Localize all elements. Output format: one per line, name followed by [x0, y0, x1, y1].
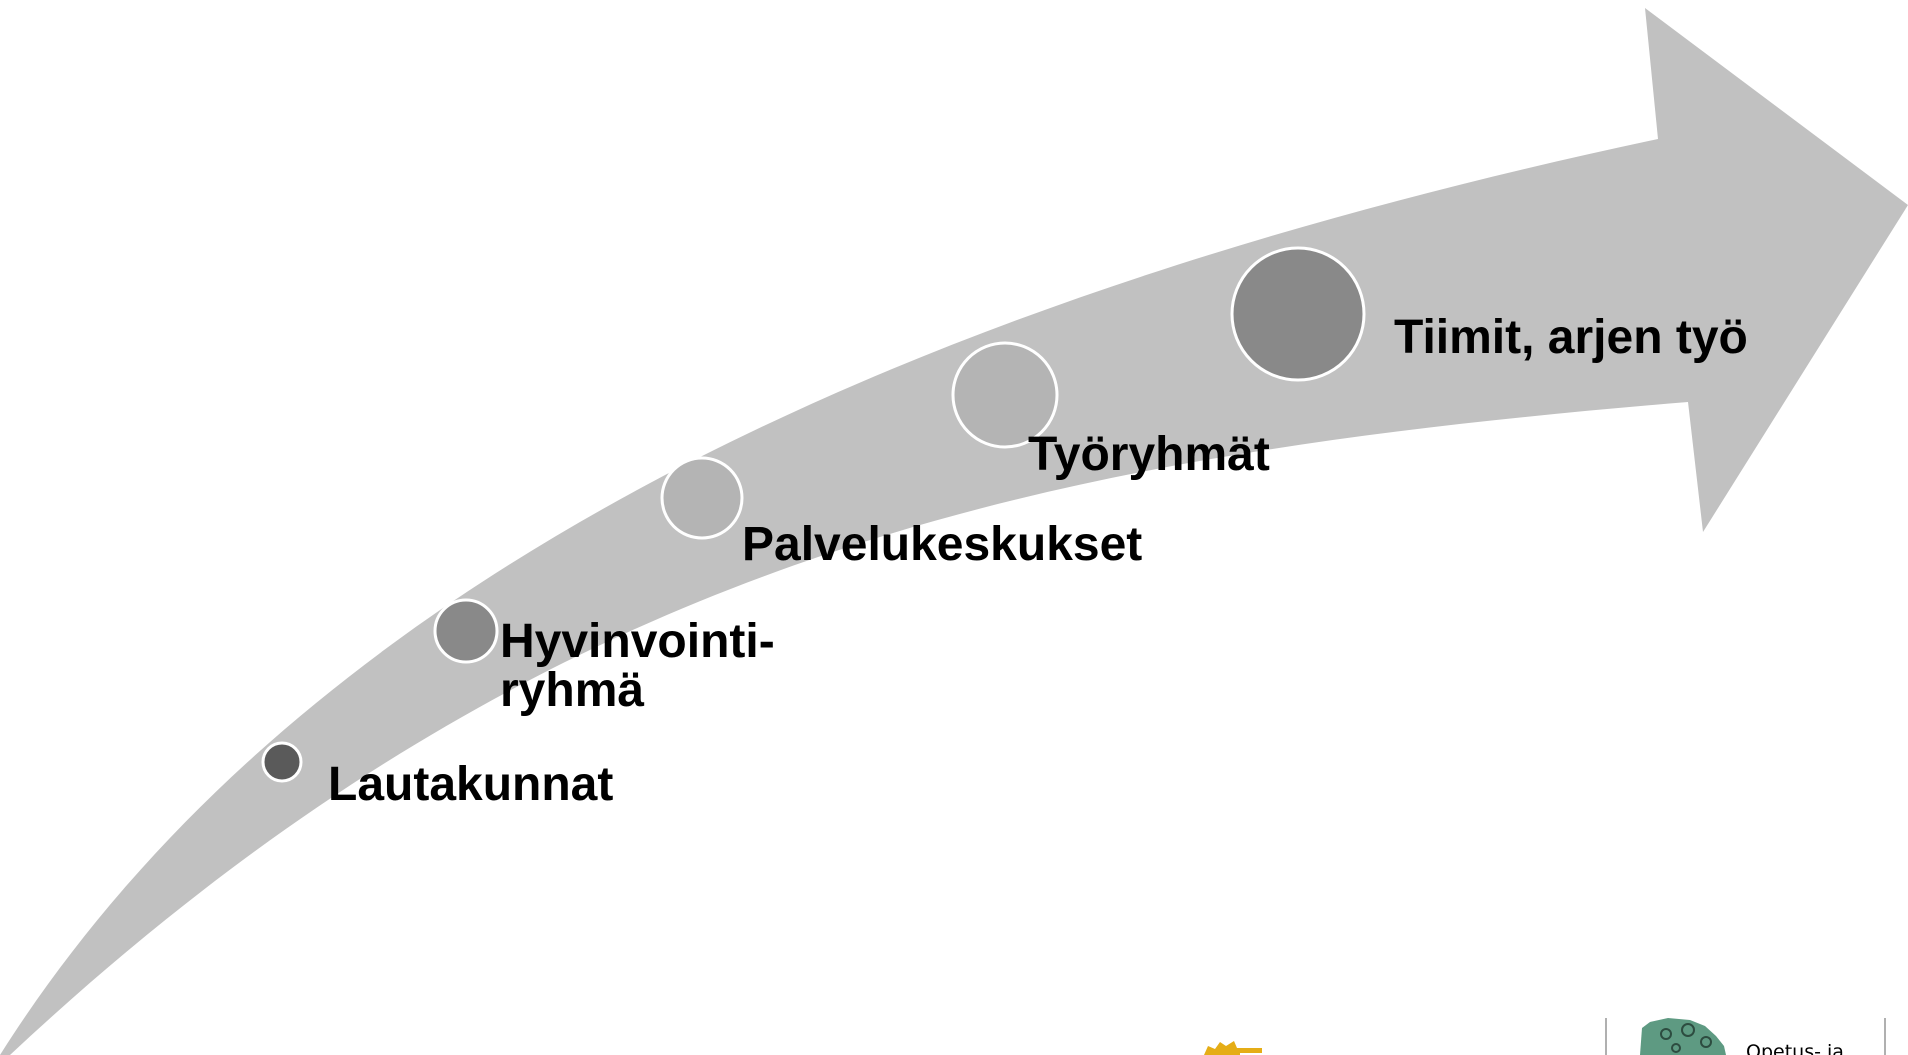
- step-label-hyvinvointiryhma-line2: ryhmä: [500, 664, 644, 717]
- step-label-lautakunnat: Lautakunnat: [328, 758, 613, 811]
- city-crest-icon: [1204, 1041, 1262, 1055]
- department-logo-icon: [1640, 1018, 1726, 1055]
- step-circle-lautakunnat: [261, 741, 303, 783]
- progress-arrow: [0, 8, 1908, 1055]
- step-label-tiimit: Tiimit, arjen työ: [1394, 311, 1748, 364]
- step-circle-tyoryhmat: [951, 341, 1059, 449]
- step-label-hyvinvointiryhma-line1: Hyvinvointi-: [500, 615, 775, 668]
- step-circle-tiimit: [1230, 246, 1366, 382]
- step-circle-hyvinvointiryhma: [433, 598, 499, 664]
- step-circle-palvelukeskukset: [660, 456, 744, 540]
- department-logo-text: Opetus- ja: [1746, 1041, 1844, 1055]
- step-label-tyoryhmat: Työryhmät: [1028, 428, 1270, 481]
- step-label-palvelukeskukset: Palvelukeskukset: [742, 518, 1142, 571]
